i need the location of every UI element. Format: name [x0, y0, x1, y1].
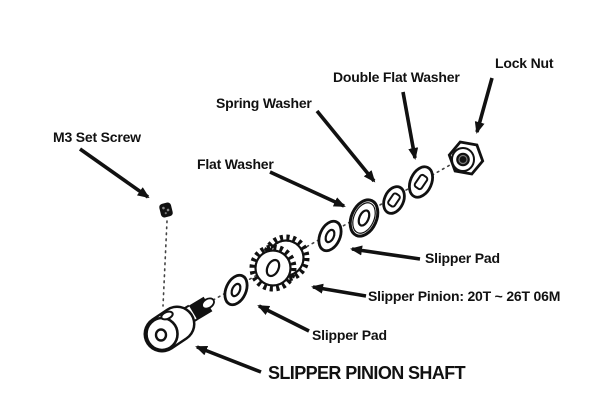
- lock-nut-bore: [456, 152, 470, 167]
- diagram-title: SLIPPER PINION SHAFT: [268, 363, 466, 383]
- setscrew-dotted-guide-line: [162, 220, 168, 307]
- label-slipper-pad-top: Slipper Pad: [425, 250, 500, 266]
- double-flat-washer-arrow: [401, 91, 419, 160]
- spring-washer-arrow: [315, 109, 376, 183]
- label-m3-set-screw: M3 Set Screw: [53, 129, 141, 145]
- gear-bore: [265, 258, 281, 278]
- gear-front-face: [249, 244, 297, 292]
- slipper-pinion-gear-part: [249, 234, 310, 292]
- lock-nut-part: [447, 140, 485, 176]
- flat-washer-arrow: [269, 170, 346, 208]
- slipper-pad-top-arrow: [350, 245, 421, 261]
- slipper-pinion-shaft-part: [143, 296, 215, 353]
- label-spring-washer: Spring Washer: [216, 95, 312, 111]
- shaft-tip: [201, 297, 215, 310]
- m3-set-screw-arrow: [78, 147, 150, 199]
- flat-washer-part: [348, 198, 380, 238]
- slipper-pad-washer-2-part: [317, 219, 343, 253]
- label-flat-washer: Flat Washer: [197, 156, 274, 172]
- lock-nut-arrow: [474, 77, 494, 134]
- m3-set-screw-part: [159, 202, 173, 218]
- slipper-pinion-arrow: [311, 283, 367, 298]
- slipper-pad-washer-1-part: [223, 273, 249, 307]
- label-slipper-pinion: Slipper Pinion: 20T ~ 26T 06M: [368, 288, 561, 304]
- label-double-flat-washer: Double Flat Washer: [333, 69, 460, 85]
- shaft-head-bore: [154, 328, 168, 342]
- double-flat-washer-part: [408, 165, 434, 199]
- title-arrow: [195, 345, 262, 374]
- spring-washer-part: [382, 185, 406, 215]
- set-screw-hole: [160, 310, 174, 321]
- label-lock-nut: Lock Nut: [495, 55, 554, 71]
- slipper-pad-bottom-arrow: [257, 304, 310, 333]
- label-slipper-pad-bottom: Slipper Pad: [312, 327, 387, 343]
